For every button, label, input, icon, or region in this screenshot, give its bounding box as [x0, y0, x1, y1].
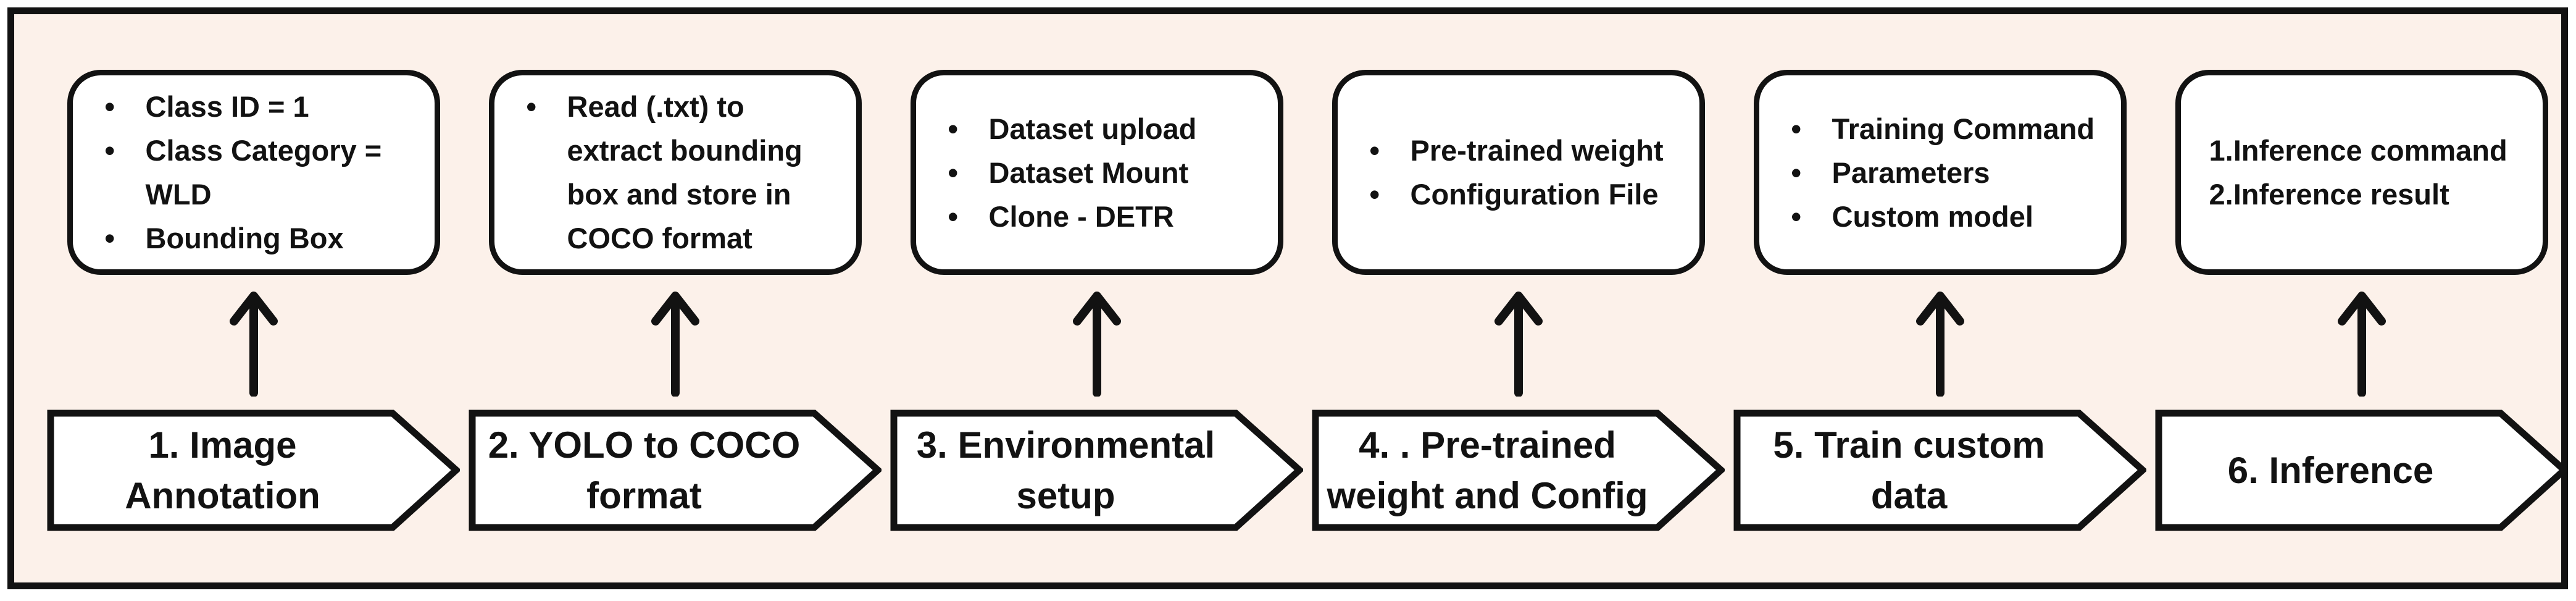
- note-item: Pre-trained weight: [1338, 128, 1688, 172]
- step-label-line: 1. Image: [148, 424, 297, 466]
- step-label-line: data: [1870, 474, 1948, 516]
- note-item: Bounding Box: [73, 216, 423, 260]
- step-6-column: 1.Inference command 2.Inference result: [2155, 70, 2568, 597]
- note-item: Class Category = WLD: [73, 128, 423, 216]
- step-2-label: 2. YOLO to COCO format: [471, 410, 817, 531]
- step-5-note-box: Training Command Parameters Custom model: [1753, 70, 2127, 275]
- step-label-line: 4. . Pre-trained: [1359, 424, 1616, 466]
- step-2-note-box: Read (.txt) to extract bounding box and …: [488, 70, 862, 275]
- up-arrow-icon: [1067, 275, 1127, 410]
- note-item: 1.Inference command: [2209, 134, 2507, 167]
- step-6-chevron: 6. Inference: [2155, 410, 2568, 531]
- note-item: Parameters: [1759, 151, 2110, 195]
- step-label-line: 3. Environmental: [916, 424, 1215, 466]
- note-item: Clone - DETR: [916, 195, 1267, 238]
- step-4-note-list: Pre-trained weight Configuration File: [1338, 128, 1699, 216]
- step-label-line: weight and Config: [1327, 474, 1648, 516]
- step-6-note-list: 1.Inference command 2.Inference result: [2181, 128, 2543, 216]
- step-3-label: 3. Environmental setup: [893, 410, 1239, 531]
- step-6-note-box: 1.Inference command 2.Inference result: [2175, 70, 2548, 275]
- step-label-line: setup: [1016, 474, 1115, 516]
- diagram-columns: Class ID = 1 Class Category = WLD Boundi…: [28, 28, 2575, 597]
- note-item: Class ID = 1: [73, 85, 423, 128]
- step-1-note-box: Class ID = 1 Class Category = WLD Boundi…: [67, 70, 440, 275]
- step-label-line: 2. YOLO to COCO: [488, 424, 801, 466]
- step-3-note-list: Dataset upload Dataset Mount Clone - DET…: [916, 107, 1278, 238]
- step-5-note-list: Training Command Parameters Custom model: [1759, 107, 2121, 238]
- step-3-chevron: 3. Environmental setup: [890, 410, 1303, 531]
- up-arrow-icon: [224, 275, 283, 410]
- step-6-label: 6. Inference: [2157, 410, 2504, 531]
- step-3-note-box: Dataset upload Dataset Mount Clone - DET…: [910, 70, 1283, 275]
- up-arrow-icon: [1911, 275, 1970, 410]
- note-item: Dataset upload: [916, 107, 1267, 151]
- step-1-label: 1. Image Annotation: [49, 410, 396, 531]
- step-3-column: Dataset upload Dataset Mount Clone - DET…: [890, 70, 1303, 597]
- note-item: Configuration File: [1338, 172, 1688, 216]
- step-label-line: Annotation: [125, 474, 320, 516]
- note-item: Dataset Mount: [916, 151, 1267, 195]
- note-item: Custom model: [1759, 195, 2110, 238]
- note-item: Training Command: [1759, 107, 2110, 151]
- step-1-column: Class ID = 1 Class Category = WLD Boundi…: [47, 70, 460, 597]
- step-5-column: Training Command Parameters Custom model: [1733, 70, 2146, 597]
- step-5-label: 5. Train custom data: [1736, 410, 2082, 531]
- up-arrow-icon: [1489, 275, 1548, 410]
- diagram-frame: Class ID = 1 Class Category = WLD Boundi…: [7, 7, 2568, 589]
- step-4-label: 4. . Pre-trained weight and Config: [1314, 410, 1661, 531]
- step-4-column: Pre-trained weight Configuration File: [1312, 70, 1725, 597]
- step-label-line: 5. Train custom: [1773, 424, 2045, 466]
- step-2-column: Read (.txt) to extract bounding box and …: [469, 70, 882, 597]
- step-1-chevron: 1. Image Annotation: [47, 410, 460, 531]
- step-2-chevron: 2. YOLO to COCO format: [469, 410, 882, 531]
- up-arrow-icon: [2332, 275, 2391, 410]
- note-item: 2.Inference result: [2209, 178, 2449, 211]
- step-4-note-box: Pre-trained weight Configuration File: [1332, 70, 1705, 275]
- step-1-note-list: Class ID = 1 Class Category = WLD Boundi…: [73, 85, 435, 260]
- step-4-chevron: 4. . Pre-trained weight and Config: [1312, 410, 1725, 531]
- step-label-line: format: [586, 474, 702, 516]
- step-5-chevron: 5. Train custom data: [1733, 410, 2146, 531]
- up-arrow-icon: [646, 275, 705, 410]
- step-2-note-list: Read (.txt) to extract bounding box and …: [494, 85, 856, 260]
- step-label-line: 6. Inference: [2227, 449, 2434, 491]
- note-item: Read (.txt) to extract bounding box and …: [494, 85, 845, 260]
